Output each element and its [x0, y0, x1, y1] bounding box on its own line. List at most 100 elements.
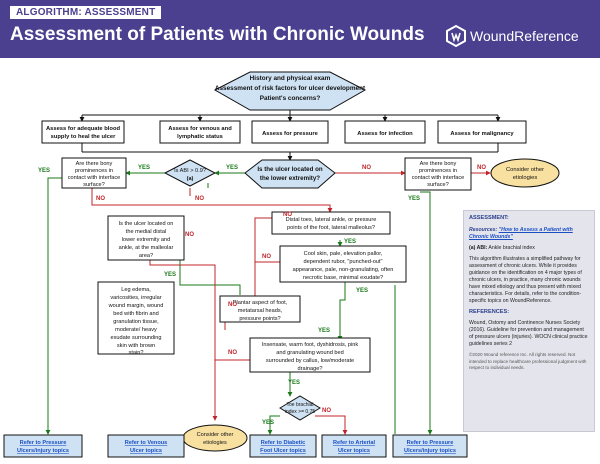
medial-location-node: Is the ulcer located on the medial dista…: [107, 215, 185, 261]
diabetic-signs-node: Insensate, warm foot, dyshidrosis, pink …: [249, 337, 371, 373]
connectors-yes: [45, 170, 433, 435]
svg-text:points of the foot, lateral ma: points of the foot, lateral malleolus?: [287, 225, 375, 231]
svg-text:Ulcers/injury topics: Ulcers/injury topics: [404, 448, 456, 454]
svg-text:etiologies: etiologies: [513, 175, 538, 181]
link-pressure-ulcers-left[interactable]: Refer to Pressure Ulcers/injury topics: [3, 434, 83, 458]
algorithm-description: This algorithm illustrates a simplified …: [469, 255, 582, 304]
branch-labels: YES YES YES NO NO NO NO YES NO NO YES NO…: [38, 165, 486, 426]
abi-decision: Is ABI > 0.9? (a): [163, 159, 217, 187]
svg-text:YES: YES: [138, 165, 150, 171]
svg-text:Is ABI > 0.9?: Is ABI > 0.9?: [174, 168, 206, 174]
svg-text:NO: NO: [477, 165, 486, 171]
svg-text:appearance, pale, non-granulat: appearance, pale, non-granulating, often: [293, 267, 394, 273]
svg-text:Assess for infection: Assess for infection: [357, 131, 413, 137]
woundreference-logo-icon: [446, 25, 466, 47]
svg-text:Are there bony: Are there bony: [76, 161, 113, 167]
svg-text:necrotic base, minimal exudate: necrotic base, minimal exudate?: [303, 275, 383, 281]
svg-text:YES: YES: [226, 165, 238, 171]
svg-text:YES: YES: [262, 420, 274, 426]
link-pressure-ulcers-right[interactable]: Refer to Pressure Ulcers/injury topics: [392, 434, 468, 458]
svg-text:NO: NO: [362, 165, 371, 171]
svg-text:moderate/ heavy: moderate/ heavy: [115, 327, 157, 333]
svg-text:Ulcers/injury topics: Ulcers/injury topics: [17, 448, 69, 454]
category-box-blood-supply: Assess for adequate blood supply to heal…: [41, 120, 125, 144]
svg-text:varicosities, irregular: varicosities, irregular: [110, 295, 161, 301]
svg-text:Assess for venous and: Assess for venous and: [168, 126, 232, 132]
consider-other-etiologies-bottom: Consider other etiologies: [182, 424, 248, 452]
svg-text:lower extremity and: lower extremity and: [122, 237, 171, 243]
svg-text:Ulcer topics: Ulcer topics: [338, 448, 370, 454]
svg-text:NO: NO: [283, 212, 292, 218]
svg-text:stain?: stain?: [129, 350, 144, 356]
svg-text:Consider other: Consider other: [506, 167, 544, 173]
svg-text:Assess for malignancy: Assess for malignancy: [450, 131, 514, 137]
svg-text:Ulcer topics: Ulcer topics: [130, 448, 162, 454]
svg-text:NO: NO: [185, 232, 194, 238]
link-diabetic-foot-ulcer[interactable]: Refer to Diabetic Foot Ulcer topics: [249, 434, 317, 458]
svg-text:NO: NO: [195, 196, 204, 202]
category-box-malignancy: Assess for malignancy: [437, 120, 527, 144]
svg-text:supply to heal the ulcer: supply to heal the ulcer: [51, 134, 116, 140]
svg-text:and granulating wound bed: and granulating wound bed: [276, 350, 344, 356]
svg-text:Refer to Pressure: Refer to Pressure: [407, 440, 454, 446]
plantar-node: Plantar aspect of foot, metatarsal heads…: [219, 295, 301, 323]
bony-prominences-left: Are there bony prominences in contact wi…: [61, 157, 127, 189]
svg-text:Leg edema,: Leg edema,: [121, 287, 151, 293]
copyright-notice: ©2020 Wound reference Inc. All rights re…: [469, 352, 587, 370]
svg-text:etiologies: etiologies: [203, 440, 227, 446]
svg-text:Cool skin, pale, elevation pal: Cool skin, pale, elevation pallor,: [304, 251, 383, 257]
arterial-signs-node: Cool skin, pale, elevation pallor, depen…: [279, 245, 407, 283]
svg-text:contact with interface: contact with interface: [412, 175, 465, 181]
category-box-pressure: Assess for pressure: [251, 120, 329, 144]
link-venous-ulcer[interactable]: Refer to Venous Ulcer topics: [107, 434, 185, 458]
history-line-2: Assessment of risk factors for ulcer dev…: [215, 85, 366, 92]
svg-text:wound margin, wound: wound margin, wound: [108, 303, 164, 309]
svg-text:YES: YES: [408, 196, 420, 202]
category-box-venous: Assess for venous and lymphatic status: [159, 120, 241, 144]
svg-text:YES: YES: [288, 380, 300, 386]
svg-text:YES: YES: [38, 168, 50, 174]
abi-note-value: Ankle brachial index: [488, 244, 535, 251]
svg-text:NO: NO: [262, 254, 271, 260]
svg-text:dependent rubor, "punched-out": dependent rubor, "punched-out": [304, 259, 383, 265]
toe-brachial-decision: Toe brachial index >= 0.75: [279, 395, 321, 421]
svg-text:(a): (a): [187, 176, 194, 182]
category-box-infection: Assess for infection: [344, 120, 426, 144]
link-arterial-ulcer[interactable]: Refer to Arterial Ulcer topics: [321, 434, 387, 458]
consider-other-etiologies-right: Consider other etiologies: [490, 158, 560, 188]
svg-text:index >= 0.75: index >= 0.75: [285, 409, 316, 415]
header-banner: ALGORITHM: ASSESSMENT Assessment of Pati…: [0, 0, 600, 58]
svg-text:Refer to Pressure: Refer to Pressure: [20, 440, 67, 446]
svg-text:prominences in: prominences in: [75, 168, 113, 174]
svg-text:YES: YES: [356, 288, 368, 294]
svg-text:NO: NO: [228, 350, 237, 356]
history-line-3: Patient's concerns?: [260, 95, 321, 102]
svg-text:surface?: surface?: [427, 182, 448, 188]
connectors-black: [79, 110, 501, 161]
svg-text:YES: YES: [164, 272, 176, 278]
svg-text:contact with interface: contact with interface: [68, 175, 121, 181]
history-exam-node: History and physical exam Assessment of …: [213, 71, 367, 111]
svg-text:Are there bony: Are there bony: [420, 161, 457, 167]
resources-label: Resources:: [469, 226, 498, 233]
references-text: Wound, Ostomy and Continence Nurses Soci…: [469, 320, 588, 348]
svg-text:NO: NO: [228, 302, 237, 308]
abi-note-key: (a) ABI:: [469, 244, 488, 251]
page-title: Assessment of Patients with Chronic Woun…: [10, 24, 425, 45]
bony-prominences-right: Are there bony prominences in contact wi…: [404, 157, 472, 191]
svg-text:Refer to Diabetic: Refer to Diabetic: [261, 440, 305, 446]
svg-text:Insensate, warm foot, dyshidro: Insensate, warm foot, dyshidrosis, pink: [262, 342, 359, 348]
svg-text:the medial distal: the medial distal: [126, 229, 166, 235]
resources-link[interactable]: "How to Assess a Patient with Chronic Wo…: [469, 226, 573, 240]
svg-text:lymphatic status: lymphatic status: [177, 134, 223, 140]
svg-text:YES: YES: [344, 239, 356, 245]
svg-text:Foot Ulcer topics: Foot Ulcer topics: [260, 448, 306, 454]
svg-text:ankle, at the malleolar: ankle, at the malleolar: [119, 245, 174, 251]
svg-text:Consider other: Consider other: [197, 432, 234, 438]
svg-text:skin with brown: skin with brown: [117, 343, 155, 349]
lower-extremity-decision: Is the ulcer located on the lower extrem…: [244, 159, 336, 189]
svg-text:Refer to Arterial: Refer to Arterial: [333, 440, 376, 446]
svg-text:metatarsal heads,: metatarsal heads,: [238, 308, 283, 314]
svg-text:Plantar aspect of foot,: Plantar aspect of foot,: [233, 300, 288, 306]
